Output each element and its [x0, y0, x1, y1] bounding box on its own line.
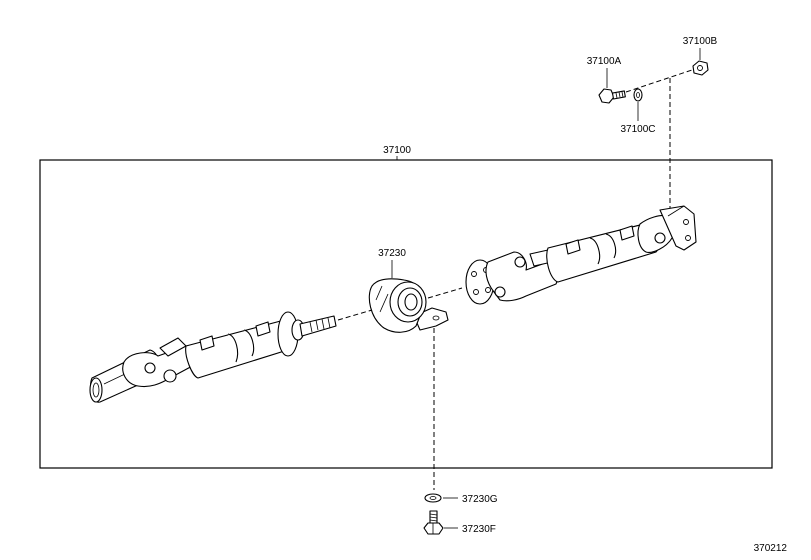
label-37100: 37100: [383, 145, 411, 156]
label-37230: 37230: [378, 248, 406, 259]
bolt-37230F: [423, 510, 444, 535]
label-37100A: 37100A: [587, 56, 622, 67]
label-37230F: 37230F: [462, 524, 496, 535]
front-propeller-shaft: [89, 311, 337, 403]
nut-37100B: [692, 60, 709, 76]
assembly-frame: [39, 159, 773, 469]
figure-number: 370212: [754, 543, 788, 554]
rear-propeller-shaft: [465, 205, 697, 305]
label-37100B: 37100B: [683, 36, 718, 47]
center-bearing-37230: [368, 278, 449, 333]
washer-37230G: [424, 493, 442, 503]
washer-37100C: [633, 88, 643, 102]
label-37230G: 37230G: [462, 494, 498, 505]
label-37100C: 37100C: [620, 124, 655, 135]
bolt-37100A: [598, 88, 626, 104]
